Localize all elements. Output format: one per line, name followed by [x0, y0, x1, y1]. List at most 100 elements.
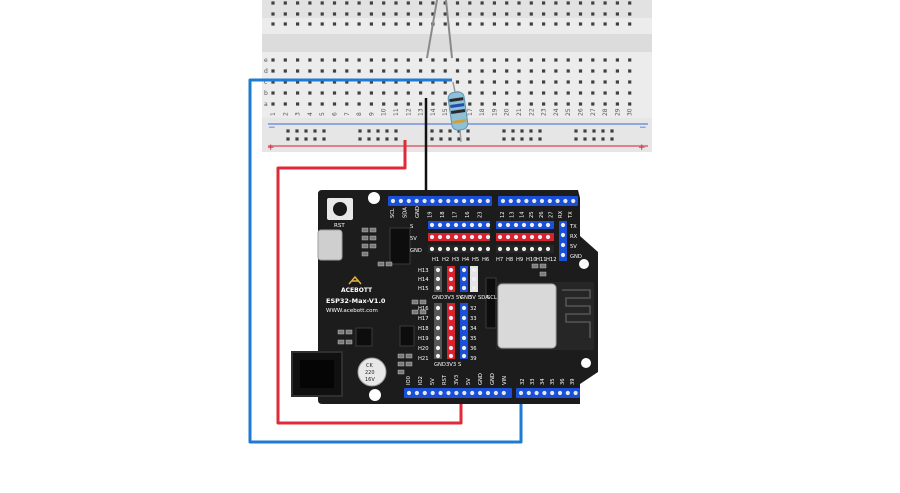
- header-pin[interactable]: [471, 267, 477, 273]
- header-pin[interactable]: [437, 246, 443, 252]
- header-pin[interactable]: [485, 222, 491, 228]
- header-pin[interactable]: [430, 198, 435, 204]
- header-pin[interactable]: [521, 246, 527, 252]
- header-pin[interactable]: [516, 198, 521, 204]
- header-pin[interactable]: [469, 234, 475, 240]
- header-pin[interactable]: [505, 222, 511, 228]
- header-pin[interactable]: [429, 246, 435, 252]
- header-pin[interactable]: [406, 198, 411, 204]
- header-pin[interactable]: [448, 267, 454, 273]
- header-pin[interactable]: [501, 390, 506, 396]
- header-pin[interactable]: [448, 285, 454, 291]
- header-pin[interactable]: [448, 315, 454, 321]
- header-pin[interactable]: [390, 198, 396, 204]
- header-pin[interactable]: [477, 246, 483, 252]
- header-pin[interactable]: [545, 222, 551, 228]
- header-pin[interactable]: [435, 285, 441, 291]
- header-pin[interactable]: [485, 390, 491, 396]
- header-pin[interactable]: [438, 390, 443, 396]
- header-pin[interactable]: [497, 246, 503, 252]
- header-pin[interactable]: [471, 276, 477, 282]
- header-pin[interactable]: [448, 305, 454, 311]
- header-pin[interactable]: [477, 222, 483, 228]
- header-pin[interactable]: [462, 198, 467, 204]
- header-pin[interactable]: [478, 390, 483, 396]
- header-pin[interactable]: [448, 345, 454, 351]
- header-pin[interactable]: [445, 222, 451, 228]
- header-pin[interactable]: [461, 335, 467, 341]
- header-pin[interactable]: [513, 234, 519, 240]
- header-pin[interactable]: [422, 198, 427, 204]
- header-pin[interactable]: [545, 234, 551, 240]
- header-pin[interactable]: [453, 222, 459, 228]
- header-pin[interactable]: [461, 276, 467, 282]
- header-pin[interactable]: [493, 390, 498, 396]
- header-pin[interactable]: [435, 315, 441, 321]
- header-pin[interactable]: [435, 305, 441, 311]
- header-pin[interactable]: [485, 234, 491, 240]
- header-pin[interactable]: [508, 198, 513, 204]
- header-pin[interactable]: [485, 246, 491, 252]
- header-pin[interactable]: [414, 198, 419, 204]
- header-pin[interactable]: [563, 198, 568, 204]
- header-pin[interactable]: [573, 390, 578, 396]
- header-pin[interactable]: [469, 246, 475, 252]
- usb-c-port[interactable]: [317, 229, 343, 261]
- header-pin[interactable]: [529, 246, 535, 252]
- header-pin[interactable]: [557, 390, 563, 396]
- header-pin[interactable]: [438, 198, 443, 204]
- header-pin[interactable]: [437, 222, 443, 228]
- header-pin[interactable]: [429, 234, 435, 240]
- header-pin[interactable]: [532, 198, 537, 204]
- header-pin[interactable]: [529, 222, 535, 228]
- header-pin[interactable]: [537, 246, 543, 252]
- header-pin[interactable]: [537, 234, 543, 240]
- header-pin[interactable]: [414, 390, 419, 396]
- header-pin[interactable]: [461, 285, 467, 291]
- header-pin[interactable]: [435, 276, 441, 282]
- header-pin[interactable]: [453, 234, 459, 240]
- header-pin[interactable]: [461, 267, 467, 273]
- header-pin[interactable]: [500, 198, 506, 204]
- header-pin[interactable]: [446, 390, 451, 396]
- header-pin[interactable]: [422, 390, 427, 396]
- header-pin[interactable]: [461, 305, 467, 311]
- header-pin[interactable]: [448, 353, 454, 359]
- header-pin[interactable]: [565, 390, 570, 396]
- header-pin[interactable]: [477, 198, 482, 204]
- header-pin[interactable]: [560, 252, 566, 258]
- header-pin[interactable]: [542, 390, 547, 396]
- header-pin[interactable]: [448, 325, 454, 331]
- header-pin[interactable]: [560, 232, 566, 238]
- header-pin[interactable]: [505, 234, 511, 240]
- header-pin[interactable]: [555, 198, 560, 204]
- header-pin[interactable]: [461, 325, 467, 331]
- header-pin[interactable]: [497, 234, 503, 240]
- header-pin[interactable]: [453, 246, 459, 252]
- header-pin[interactable]: [435, 353, 441, 359]
- header-pin[interactable]: [470, 390, 475, 396]
- header-pin[interactable]: [461, 222, 467, 228]
- header-pin[interactable]: [430, 390, 435, 396]
- header-pin[interactable]: [529, 234, 535, 240]
- header-pin[interactable]: [526, 390, 531, 396]
- header-pin[interactable]: [461, 246, 467, 252]
- header-pin[interactable]: [513, 246, 519, 252]
- header-pin[interactable]: [446, 198, 451, 204]
- header-pin[interactable]: [537, 222, 543, 228]
- header-pin[interactable]: [461, 345, 467, 351]
- header-pin[interactable]: [545, 246, 551, 252]
- header-pin[interactable]: [521, 222, 527, 228]
- header-pin[interactable]: [454, 390, 459, 396]
- header-pin[interactable]: [435, 267, 441, 273]
- header-pin[interactable]: [469, 222, 475, 228]
- header-pin[interactable]: [461, 315, 467, 321]
- header-pin[interactable]: [461, 353, 467, 359]
- header-pin[interactable]: [406, 390, 412, 396]
- header-pin[interactable]: [513, 222, 519, 228]
- header-pin[interactable]: [534, 390, 539, 396]
- header-pin[interactable]: [448, 335, 454, 341]
- header-pin[interactable]: [547, 198, 552, 204]
- header-pin[interactable]: [550, 390, 555, 396]
- header-pin[interactable]: [437, 234, 443, 240]
